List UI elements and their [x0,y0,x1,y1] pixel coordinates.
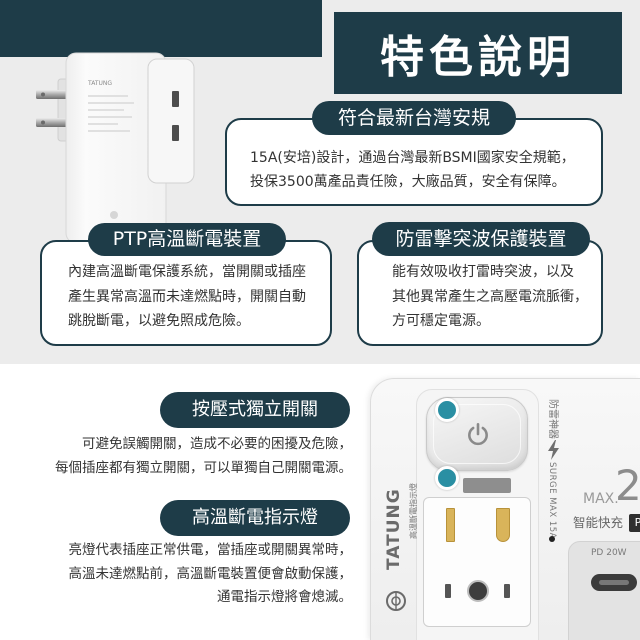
callout-dot-icon [435,398,459,422]
adapter-prong-hole [41,120,45,125]
indicator-light [463,478,511,493]
adapter-socket-module [147,58,195,184]
feature-description-line: 跳脫斷電，以避免照成危險。 [68,313,250,329]
feature-description-line: 其他異常產生之高壓電流脈衝， [392,288,588,305]
outlet-slot [504,584,510,598]
adapter-prong-hole [41,92,45,97]
max-prefix-text: MAX. [583,491,619,507]
usb-panel: PD 20W [568,541,640,640]
indicator-feature-description: 亮燈代表插座正常供電，當插座或開關異常時， 高溫未達燃點前，高溫斷電裝置便會啟動… [20,539,353,610]
plug-adapter-image: TATUNG [36,52,195,244]
adapter-prong-bottom [36,118,72,127]
outlet-ground-hole [467,580,489,602]
surge-protector-label: 防雷神器 [547,399,558,439]
feature-description-line: 產生異常高溫而未達燃點時，開關自動 [68,288,306,305]
adapter-indicator-light [110,211,118,219]
fast-charge-badge: P [629,514,640,532]
adapter-outlet-slot [172,125,179,141]
adapter-brand-label: TATUNG [87,80,112,87]
ptp-feature-heading: PTP高溫斷電裝置 [88,223,286,256]
ptp-feature-card: 內建高溫斷電保護系統，當開關或插座 產生異常高溫而未達燃點時，開關自動 跳脫斷電… [40,240,332,346]
usb-c-port-icon [591,574,637,591]
fast-charge-label: 智能快充 [573,515,624,530]
surge-feature-card: 能有效吸收打雷時突波，以及 其他異常產生之高壓電流脈衝， 方可穩定電源。 [357,240,603,346]
outlet-slot [445,584,451,598]
lightning-icon [548,440,559,460]
feature-description-line: 內建高溫斷電保護系統，當開關或插座 [68,264,306,280]
header-band [0,0,322,57]
feature-description-line: 通電指示燈將會熄滅。 [217,589,352,605]
outlet-contact-slot [496,508,510,542]
switch-highlight [433,404,521,464]
bottom-section: 按壓式獨立開關 可避免誤觸開關，造成不必要的困擾及危險， 每個插座都有獨立開關，… [0,364,640,640]
adapter-label: TATUNG [87,80,134,132]
safety-feature-card: 15A(安培)設計，通過台灣最新BSMI國家安全規範， 投保3500萬產品責任險… [225,118,603,206]
top-section: 特色說明 [0,0,640,364]
page-title: 特色說明 [380,32,576,83]
feature-description-line: 亮燈代表插座正常供電，當插座或開關異常時， [68,542,353,558]
usb-c-port-tongue [599,580,629,585]
feature-description-line: 可避免誤觸開關，造成不必要的困擾及危險， [82,436,352,452]
title-banner: 特色說明 [334,12,622,94]
surge-feature-heading: 防雷擊突波保護裝置 [372,222,590,256]
indicator-feature-heading: 高溫斷電指示燈 [160,500,350,536]
switch-feature-description: 可避免誤觸開關，造成不必要的困擾及危險， 每個插座都有獨立開關，可以單獨自己開關… [20,432,352,480]
feature-description-line: 投保3500萬產品責任險，大廠品質，安全有保障。 [250,174,566,190]
power-icon [468,422,488,446]
surge-spec-label: SURGE MAX 15A [547,462,557,539]
usb-pd-label: PD 20W [591,548,627,558]
callout-dot-icon [435,466,459,490]
tatung-logo-icon [386,591,406,611]
feature-description-line: 能有效吸收打雷時突波，以及 [392,264,574,280]
strip-indicator-label: 高溫斷電指示燈 [409,483,418,539]
outlet-face [423,497,531,627]
outlet-contact-slot [446,508,455,542]
feature-description-line: 方可穩定電源。 [392,313,490,329]
switch-feature-heading: 按壓式獨立開關 [160,392,350,428]
adapter-prong-top [36,90,72,99]
feature-description-line: 15A(安培)設計，通過台灣最新BSMI國家安全規範， [250,150,575,166]
strip-brand-text: TATUNG [384,488,404,570]
max-value-text: 2 [615,461,640,510]
power-strip-image: TATUNG 高溫斷電指示燈 防雷神器 SURGE MAX 15A MAX. 2… [370,378,640,640]
feature-description-line: 高溫未達燃點前，高溫斷電裝置便會啟動保護， [68,565,353,582]
status-dot [549,536,555,542]
feature-description-line: 每個插座都有獨立開關，可以單獨自己開關電源。 [55,460,352,476]
safety-feature-heading: 符合最新台灣安規 [312,101,516,135]
adapter-outlet-slot [172,91,179,107]
